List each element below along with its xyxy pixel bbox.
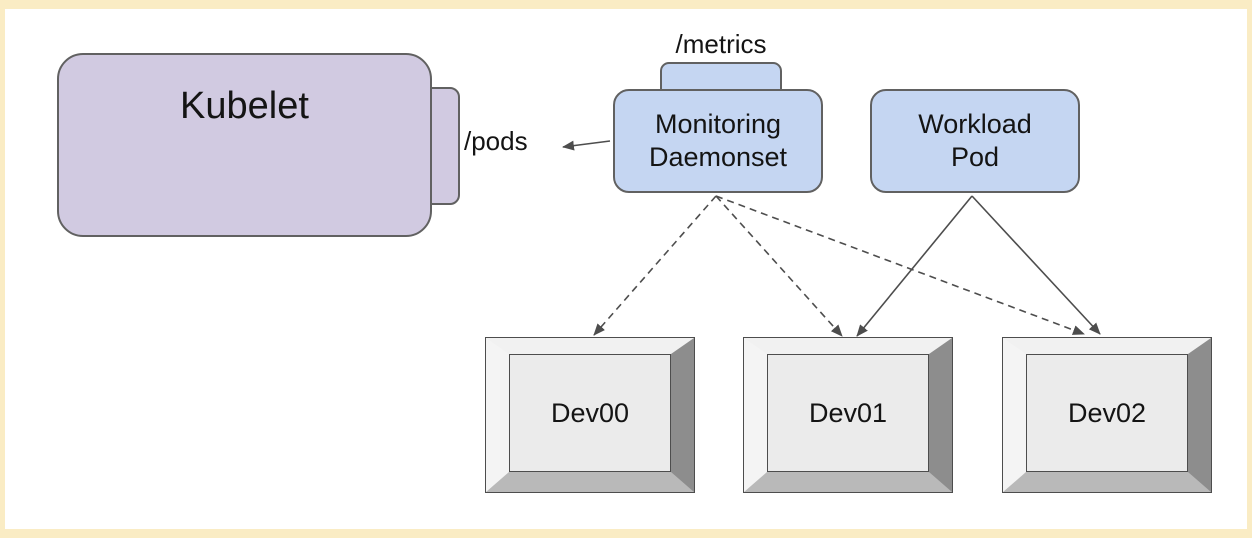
node-dev00: Dev00 — [485, 337, 695, 493]
edge-workload_pod-to-dev01 — [856, 195, 973, 337]
node-workload-pod: Workload Pod — [870, 89, 1080, 193]
monitoring-daemonset-label: Monitoring Daemonset — [648, 109, 788, 172]
dev02-label: Dev02 — [1067, 397, 1147, 428]
kubelet-label: Kubelet — [180, 85, 309, 127]
node-monitoring-daemonset: Monitoring Daemonset — [613, 89, 823, 193]
dev02-panel: Dev02 — [1026, 354, 1188, 472]
pods-endpoint-label: /pods — [464, 126, 528, 156]
edge-monitoring_daemonset-to-dev01 — [715, 195, 843, 337]
dev00-bevel — [486, 338, 694, 492]
node-dev02: Dev02 — [1002, 337, 1212, 493]
node-dev01: Dev01 — [743, 337, 953, 493]
node-kubelet: Kubelet — [57, 53, 432, 237]
edge-monitoring_daemonset-to-dev00 — [593, 195, 717, 336]
dev00-label: Dev00 — [550, 397, 630, 428]
dev02-bevel — [1003, 338, 1211, 492]
edge-workload_pod-to-dev02 — [971, 195, 1101, 335]
dev00-panel: Dev00 — [509, 354, 671, 472]
dev01-panel: Dev01 — [767, 354, 929, 472]
edge-monitoring_daemonset-to-pods — [562, 140, 611, 151]
edge-monitoring_daemonset-to-dev02 — [715, 195, 1085, 335]
dev01-bevel — [744, 338, 952, 492]
metrics-endpoint-label: /metrics — [675, 29, 767, 59]
workload-pod-label: Workload Pod — [918, 109, 1032, 172]
dev01-label: Dev01 — [808, 397, 888, 428]
